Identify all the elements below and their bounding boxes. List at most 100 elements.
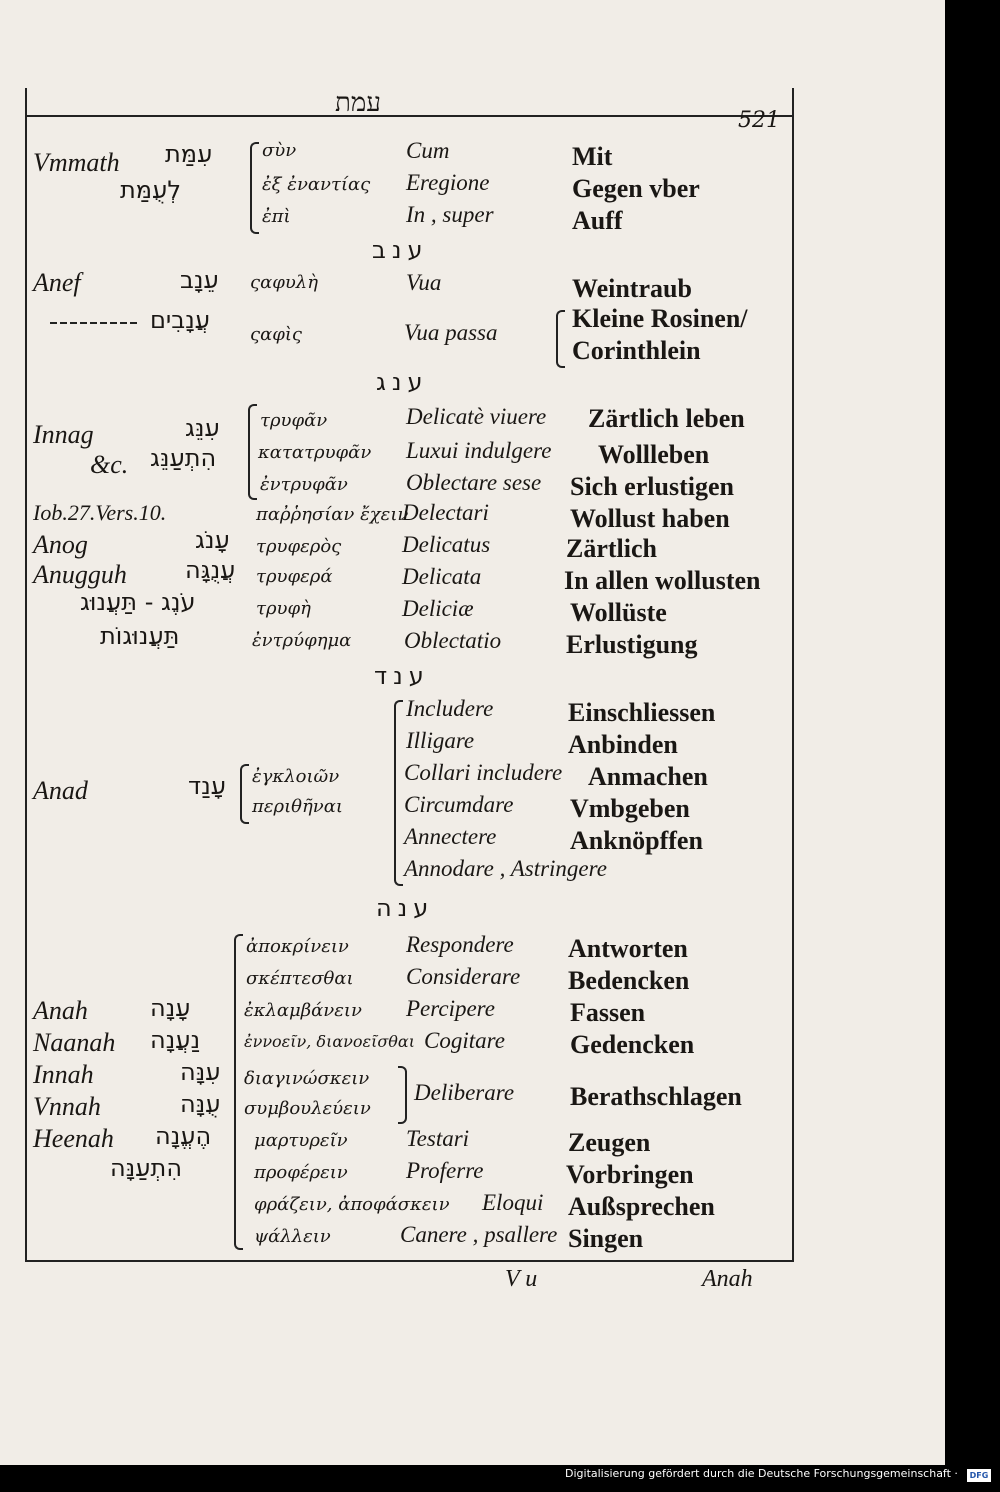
german-word: Berathschlagen [570,1082,742,1111]
greek-word: ἀποκρίνειν [246,936,349,957]
german-word: Erlustigung [566,630,698,659]
german-word: Mit [572,142,613,171]
brace [394,700,403,886]
hebrew-word: עִנָּה [180,1058,221,1086]
transliteration: Anugguh [33,560,127,589]
hebrew-word: עָנֹג [195,526,230,554]
dfg-logo: DFG [967,1469,991,1482]
german-word: Zärtlich leben [588,404,745,433]
transliteration: Vnnah [33,1092,101,1121]
signature-mark: V u [505,1266,538,1292]
latin-word: Oblectare sese [406,470,542,495]
hebrew-word: עָנַד [188,772,226,800]
hebrew-word: הִתְעַנֵּג [150,444,217,472]
german-word: Fassen [570,998,646,1027]
transliteration: Anad [33,776,88,805]
german-word: In allen wollusten [564,566,761,595]
german-word: Bedencken [568,966,690,995]
greek-word: τρυφερά [256,566,333,587]
latin-word: Delectari [402,500,489,525]
german-word: Auff [572,206,623,235]
german-word: Anmachen [588,762,708,791]
german-word: Außsprechen [568,1192,715,1221]
section-heading: ענה [376,894,435,922]
brace [250,142,259,234]
german-word: Vmbgeben [570,794,690,823]
transliteration: Vmmath [33,148,120,177]
digitization-credit: Digitalisierung gefördert durch die Deut… [565,1467,958,1480]
hebrew-word: עֲנֻגָּה [185,556,236,584]
greek-word: ψάλλειν [254,1226,331,1247]
greek-word: σὺν [262,140,297,161]
latin-word: Vua [406,270,442,295]
latin-word: Eloqui [482,1190,544,1215]
transliteration: Anah [33,996,88,1025]
latin-word: Annodare , Astringere [404,856,607,881]
brace [556,310,565,368]
german-word: Anknöpffen [570,826,703,855]
latin-word: Collari includere [404,760,563,785]
hebrew-word: לְעֻמַּת [120,176,181,204]
section-heading: ענד [374,662,430,690]
german-word: Wollust haben [570,504,730,533]
brace [234,934,243,1250]
reference: Iob.27.Vers.10. [33,500,167,525]
hebrew-word: הֶעֱנָה [155,1122,212,1150]
greek-word: τρυφὴ [256,598,311,619]
transliteration: Innag [33,420,94,449]
greek-word: ςαφὶς [250,324,302,345]
greek-word: ἐπὶ [262,206,291,227]
transliteration: Heenah [33,1124,114,1153]
latin-word: Testari [406,1126,470,1151]
hebrew-word: עֲנָבִים [150,306,211,334]
greek-word: ἐντρυφᾶν [260,474,348,495]
section-heading: ענב [372,236,429,264]
latin-word: Oblectatio [404,628,502,653]
latin-word: Delicatus [402,532,491,557]
greek-word: παῤῥησίαν ἔχειν [256,504,409,525]
hebrew-word: עִנֵּג [185,414,220,442]
latin-word: Canere , psallere [400,1222,558,1247]
greek-word: φράζειν, ἀποφάσκειν [254,1194,450,1215]
latin-word: Proferre [406,1158,484,1183]
german-word: Antworten [568,934,688,963]
ditto-dash [50,322,140,324]
greek-word: ἐντρύφημα [252,630,352,651]
greek-word: προφέρειν [254,1162,348,1183]
header-rule [25,115,794,117]
transliteration: Anef [33,268,81,297]
greek-word: διαγινώσκειν [244,1068,370,1089]
transliteration: &c. [90,450,129,479]
transliteration: Innah [33,1060,94,1089]
latin-word: Annectere [404,824,497,849]
greek-word: ἐξ ἐναντίας [262,174,371,195]
german-word: Corinthlein [572,336,701,365]
latin-word: Vua passa [404,320,498,345]
german-word: Wollüste [570,598,667,627]
latin-word: Considerare [406,964,521,989]
german-word: Vorbringen [566,1160,694,1189]
latin-word: Respondere [406,932,514,957]
latin-word: In , super [406,202,494,227]
german-word: Singen [568,1224,644,1253]
latin-word: Percipere [406,996,495,1021]
latin-word: Includere [406,696,494,721]
latin-word: Cum [406,138,450,163]
brace [398,1066,407,1124]
greek-word: τρυφᾶν [260,410,328,431]
greek-word: ἐγκλοιῶν [252,766,340,787]
transliteration: Anog [33,530,88,559]
latin-word: Delicatè viuere [406,404,547,429]
greek-word: μαρτυρεῖν [254,1130,348,1151]
brace [248,404,257,500]
hebrew-word: הִתְעַנָּה [110,1154,182,1182]
hebrew-word: עִמַּת [165,140,213,168]
latin-word: Deliciæ [402,596,474,621]
latin-word: Cogitare [424,1028,505,1053]
hebrew-word: עֵנָב [180,266,219,294]
german-word: Einschliessen [568,698,716,727]
brace [240,764,249,824]
latin-word: Circumdare [404,792,514,817]
german-word: Wollleben [598,440,710,469]
german-word: Zärtlich [566,534,657,563]
